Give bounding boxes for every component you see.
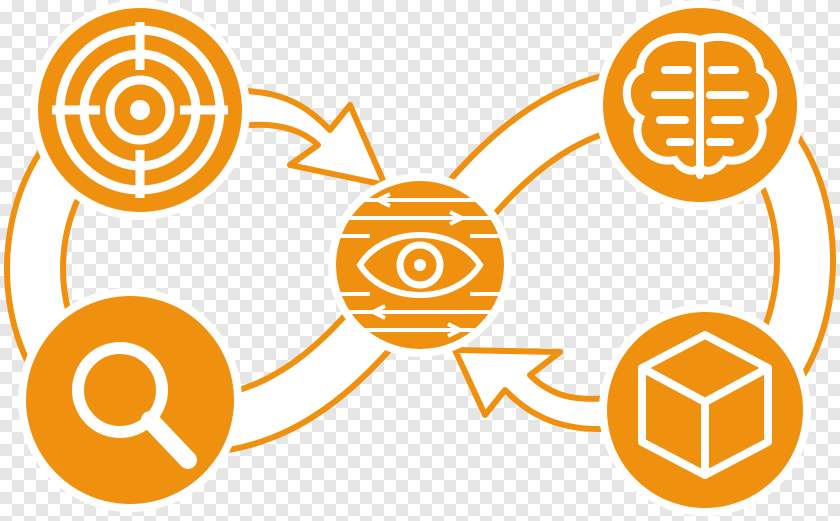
brain-icon [622,32,778,179]
search-node [18,288,242,512]
eye-node [328,173,512,357]
target-node [30,0,250,220]
magnifier-icon [72,342,197,469]
eye-icon [356,232,484,298]
target-icon [52,22,228,198]
box-node [599,304,811,516]
scan-arrows [371,192,464,338]
box-icon [638,331,772,479]
brain-node [595,0,805,210]
arrow-box-to-eye [452,347,643,432]
